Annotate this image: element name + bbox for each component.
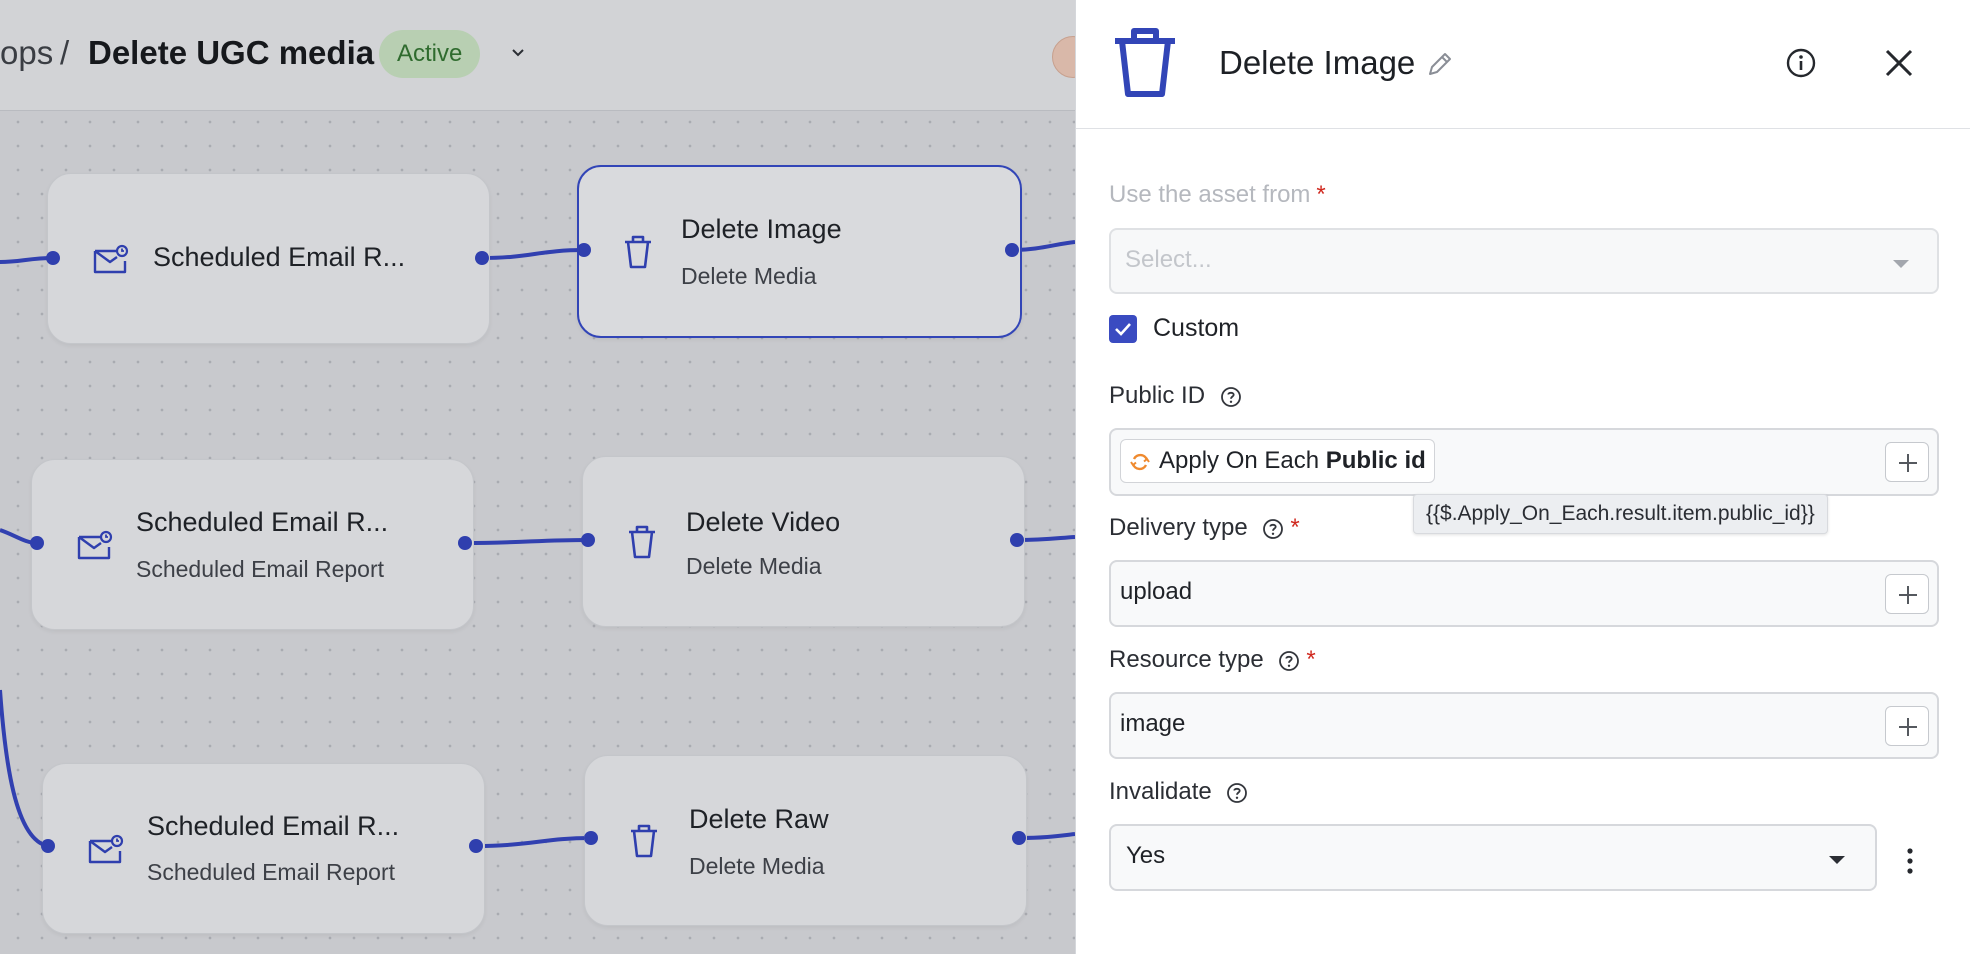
- plus-icon: [1899, 718, 1917, 736]
- delivery-type-value: upload: [1120, 578, 1193, 605]
- edge-out-node-6: [1018, 832, 1075, 840]
- checkmark-icon: [1115, 323, 1131, 336]
- asset-from-label: Use the asset from*: [1109, 181, 1326, 209]
- workflow-node-scheduled-email-3[interactable]: Scheduled Email R... Scheduled Email Rep…: [42, 763, 485, 934]
- invalidate-label: Invalidate: [1109, 778, 1248, 806]
- breadcrumb-parent-link[interactable]: ops: [0, 34, 54, 71]
- trash-icon: [631, 824, 657, 857]
- delivery-type-label: Delivery type *: [1109, 514, 1300, 542]
- node-settings-panel: Delete Image Use the asset from* Select.…: [1075, 0, 1970, 954]
- node-5-input-port[interactable]: [41, 839, 55, 853]
- node-3-input-port[interactable]: [30, 536, 44, 550]
- email-schedule-icon: [93, 244, 129, 273]
- close-icon[interactable]: [1882, 46, 1916, 80]
- edge-in-node-5: [0, 689, 49, 848]
- workflow-node-delete-raw[interactable]: Delete Raw Delete Media: [584, 755, 1027, 926]
- workflow-node-delete-image[interactable]: Delete Image Delete Media: [577, 165, 1022, 338]
- dropdown-caret-icon: [1829, 856, 1845, 864]
- public-id-input[interactable]: Apply On Each Public id: [1109, 428, 1939, 496]
- resource-type-label-text: Resource type: [1109, 646, 1264, 673]
- edge-out-node-4: [1016, 535, 1075, 542]
- plus-icon: [1899, 586, 1917, 604]
- node-title: Delete Raw: [689, 804, 829, 834]
- required-mark: *: [1306, 646, 1316, 673]
- breadcrumb-separator: /: [60, 34, 70, 71]
- node-subtitle: Scheduled Email Report: [147, 859, 396, 885]
- node-6-output-port[interactable]: [1012, 831, 1026, 845]
- public-id-token-chip[interactable]: Apply On Each Public id: [1120, 439, 1435, 483]
- custom-checkbox[interactable]: [1109, 315, 1137, 343]
- dropdown-caret-icon: [1893, 260, 1909, 268]
- resource-type-input[interactable]: image: [1109, 692, 1939, 759]
- chip-prefix: Apply On Each: [1159, 447, 1320, 474]
- workflow-node-delete-video[interactable]: Delete Video Delete Media: [582, 456, 1025, 627]
- delivery-type-input[interactable]: upload: [1109, 560, 1939, 627]
- email-schedule-icon: [88, 834, 124, 863]
- node-2-input-port[interactable]: [577, 243, 591, 257]
- invalidate-select[interactable]: Yes: [1109, 824, 1877, 891]
- delivery-type-label-text: Delivery type: [1109, 514, 1248, 541]
- edit-pencil-icon[interactable]: [1426, 50, 1454, 78]
- insert-variable-button[interactable]: [1885, 442, 1929, 482]
- node-title: Scheduled Email R...: [147, 811, 400, 841]
- public-id-label: Public ID: [1109, 382, 1242, 410]
- required-mark: *: [1290, 514, 1300, 541]
- status-badge: Active: [379, 30, 481, 78]
- edge-node-1-node-2: [481, 248, 585, 260]
- help-icon[interactable]: [1262, 518, 1284, 540]
- workflow-canvas[interactable]: Scheduled Email R... Delete Image Delete…: [0, 0, 1094, 954]
- asset-from-select[interactable]: Select...: [1109, 228, 1939, 294]
- resource-type-value: image: [1120, 710, 1186, 737]
- email-schedule-icon: [77, 530, 113, 559]
- node-subtitle: Scheduled Email Report: [136, 556, 385, 582]
- panel-header: Delete Image: [1076, 0, 1970, 129]
- node-title: Scheduled Email R...: [153, 242, 406, 272]
- edge-node-5-node-6: [475, 836, 592, 848]
- node-5-output-port[interactable]: [469, 839, 483, 853]
- insert-variable-button[interactable]: [1885, 706, 1929, 746]
- edge-node-3-node-4: [464, 538, 589, 545]
- invalidate-value: Yes: [1126, 842, 1166, 869]
- trash-icon: [1115, 28, 1175, 97]
- insert-variable-button[interactable]: [1885, 574, 1929, 614]
- plus-icon: [1899, 454, 1917, 472]
- public-id-label-text: Public ID: [1109, 382, 1206, 409]
- node-subtitle: Delete Media: [686, 553, 822, 579]
- invalidate-label-text: Invalidate: [1109, 778, 1212, 805]
- node-subtitle: Delete Media: [681, 263, 817, 289]
- asset-from-label-text: Use the asset from: [1109, 181, 1311, 208]
- info-icon[interactable]: [1784, 46, 1818, 80]
- node-4-input-port[interactable]: [581, 533, 595, 547]
- workflow-title: Delete UGC media: [88, 34, 375, 71]
- workflow-node-scheduled-email-1[interactable]: Scheduled Email R...: [47, 173, 490, 344]
- resource-type-label: Resource type *: [1109, 646, 1316, 674]
- node-3-output-port[interactable]: [458, 536, 472, 550]
- loop-icon: [1130, 453, 1150, 471]
- node-4-output-port[interactable]: [1010, 533, 1024, 547]
- required-mark: *: [1316, 181, 1326, 208]
- workflow-node-scheduled-email-2[interactable]: Scheduled Email R... Scheduled Email Rep…: [31, 459, 474, 630]
- node-subtitle: Delete Media: [689, 853, 825, 879]
- help-icon[interactable]: [1226, 782, 1248, 804]
- trash-icon: [625, 235, 651, 268]
- node-title: Scheduled Email R...: [136, 507, 389, 537]
- custom-checkbox-label[interactable]: Custom: [1153, 314, 1240, 342]
- chip-bold-value: Public id: [1325, 447, 1426, 474]
- asset-from-placeholder: Select...: [1125, 246, 1212, 273]
- node-6-input-port[interactable]: [584, 831, 598, 845]
- help-icon[interactable]: [1220, 386, 1242, 408]
- node-title: Delete Image: [681, 214, 842, 244]
- node-2-output-port[interactable]: [1005, 243, 1019, 257]
- more-options-icon[interactable]: [1904, 846, 1916, 876]
- panel-title: Delete Image: [1219, 44, 1416, 81]
- node-title: Delete Video: [686, 507, 841, 537]
- trash-icon: [629, 525, 655, 558]
- variable-tooltip: {{$.Apply_On_Each.result.item.public_id}…: [1413, 494, 1828, 534]
- workflow-header: ops / Delete UGC media Active: [0, 0, 1094, 111]
- node-1-input-port[interactable]: [46, 251, 60, 265]
- node-1-output-port[interactable]: [475, 251, 489, 265]
- help-icon[interactable]: [1278, 650, 1300, 672]
- chevron-down-icon[interactable]: [508, 40, 528, 64]
